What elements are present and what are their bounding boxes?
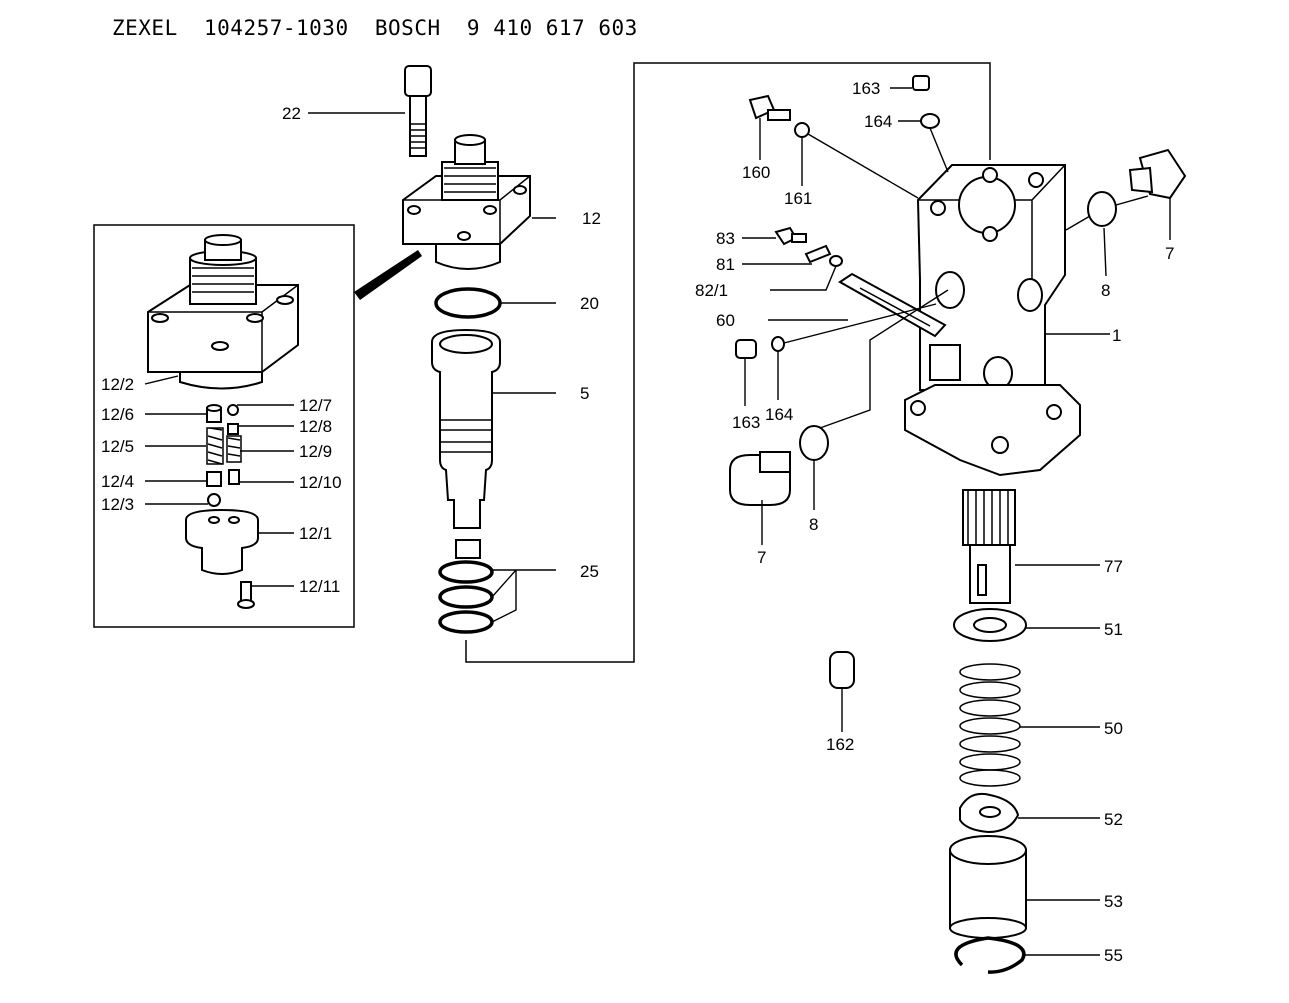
key-162 [829,651,855,689]
callout-82-1: 82/1 [695,281,728,300]
callout-163-top: 163 [852,79,880,98]
callout-163-lower: 163 [732,413,760,432]
callout-7-lower: 7 [757,548,766,567]
callout-12-8: 12/8 [299,417,332,436]
spring-seat-51 [953,608,1027,642]
callout-12-2: 12/2 [101,375,134,394]
callout-83: 83 [716,229,735,248]
small-screws-right [735,75,940,359]
callout-53: 53 [1104,892,1123,911]
plug-7-right [1087,148,1187,227]
callout-12-6: 12/6 [101,405,134,424]
o-ring-20 [434,287,502,319]
callout-12-3: 12/3 [101,495,134,514]
plug-7-lower [729,425,829,506]
callout-7-right: 7 [1165,244,1174,263]
callout-164-top: 164 [864,112,892,131]
callout-160: 160 [742,163,770,182]
callout-8-lower: 8 [809,515,818,534]
callout-162: 162 [826,735,854,754]
callout-12-10: 12/10 [299,473,342,492]
bosch-part-number: 9 410 617 603 [466,16,638,40]
callout-77: 77 [1104,557,1123,576]
callout-labels: 22 12 20 5 25 12/2 12/6 12/5 12/4 12/3 1… [101,79,1174,965]
callout-22: 22 [282,104,301,123]
zexel-part-number: 104257-1030 [204,16,349,40]
callout-60: 60 [716,311,735,330]
o-rings-25 [438,560,494,634]
callout-12-5: 12/5 [101,437,134,456]
control-sleeve-77 [962,489,1016,604]
leader-lines [144,87,1171,956]
callout-20: 20 [580,294,599,313]
maker-bosch: BOSCH [374,16,441,40]
callout-81: 81 [716,255,735,274]
valve-small-parts-detail [185,404,259,609]
callout-12-4: 12/4 [101,472,134,491]
callout-5: 5 [580,384,589,403]
delivery-valve-holder-12 [402,134,531,270]
callout-12-7: 12/7 [299,396,332,415]
callout-12-1: 12/1 [299,524,332,543]
callout-12: 12 [582,209,601,228]
maker-zexel: ZEXEL [112,16,178,40]
callout-12-9: 12/9 [299,442,332,461]
callout-1: 1 [1112,326,1121,345]
callout-25: 25 [580,562,599,581]
bolt-22 [404,65,432,157]
callout-164-lower: 164 [765,405,793,424]
callout-161: 161 [784,189,812,208]
tappet-53 [949,835,1027,939]
callout-50: 50 [1104,719,1123,738]
snap-ring-55 [954,936,1026,974]
diagram-title: ZEXEL 104257-1030 BOSCH 9 410 617 603 [112,16,638,40]
assembly-bracket-line [465,62,991,663]
spring-50 [959,663,1021,787]
callout-55: 55 [1104,946,1123,965]
callout-12-11: 12/11 [299,577,340,596]
plunger-barrel-5 [431,328,501,559]
callout-8-right: 8 [1101,281,1110,300]
spring-seat-52 [959,792,1020,834]
delivery-valve-holder-detail [147,234,299,390]
detail-inset-box [93,224,422,628]
callout-52: 52 [1104,810,1123,829]
callout-51: 51 [1104,620,1123,639]
